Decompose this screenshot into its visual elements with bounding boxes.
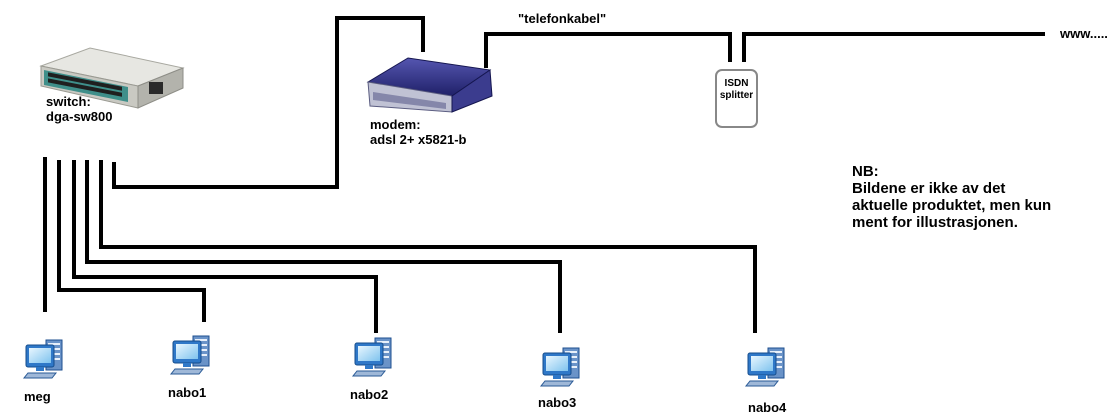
splitter-label: ISDN splitter [716,78,757,102]
cable-switch-nabo1 [57,160,206,322]
cable-switch-modem [112,16,425,189]
computer-meg [23,339,63,379]
cable-label: "telefonkabel" [518,11,607,26]
isdn-splitter-icon [715,69,758,128]
computer-nabo4 [745,347,785,387]
modem-label-line2: adsl 2+ x5821-b [370,132,467,147]
computer-label-nabo2: nabo2 [350,387,389,402]
note-line2: aktuelle produktet, men kun [852,197,1052,214]
computer-nabo2 [352,337,392,377]
switch-label-line1: switch: [46,94,91,109]
modem-label: modem: adsl 2+ x5821-b [370,117,466,147]
switch-label: switch: dga-sw800 [46,94,112,124]
network-switch-icon [39,47,185,109]
computer-label-nabo4: nabo4 [748,400,787,415]
cable-switch-nabo4 [99,160,757,333]
computer-label-nabo1: nabo1 [168,385,207,400]
note-line3: ment for illustrasjonen. [852,214,1018,231]
cable-splitter-internet [742,32,1045,62]
splitter-label-line2: splitter [719,90,754,101]
computer-nabo3 [540,347,580,387]
switch-label-line2: dga-sw800 [46,109,113,124]
computer-nabo1 [170,335,210,375]
cable-switch-nabo2 [72,160,378,333]
cable-modem-splitter [484,32,732,68]
computer-label-nabo3: nabo3 [538,395,577,410]
internet-label: www..... [1060,26,1108,41]
splitter-label-line1: ISDN [724,78,749,89]
note: NB: Bildene er ikke av det aktuelle prod… [852,163,1051,231]
note-line1: Bildene er ikke av det [852,180,1006,197]
cable-switch-nabo3 [85,160,562,333]
computer-label-meg: meg [24,389,51,404]
note-title: NB: [852,163,879,180]
cables [43,16,1045,333]
modem-label-line1: modem: [370,117,421,132]
adsl-modem-icon [366,57,493,113]
